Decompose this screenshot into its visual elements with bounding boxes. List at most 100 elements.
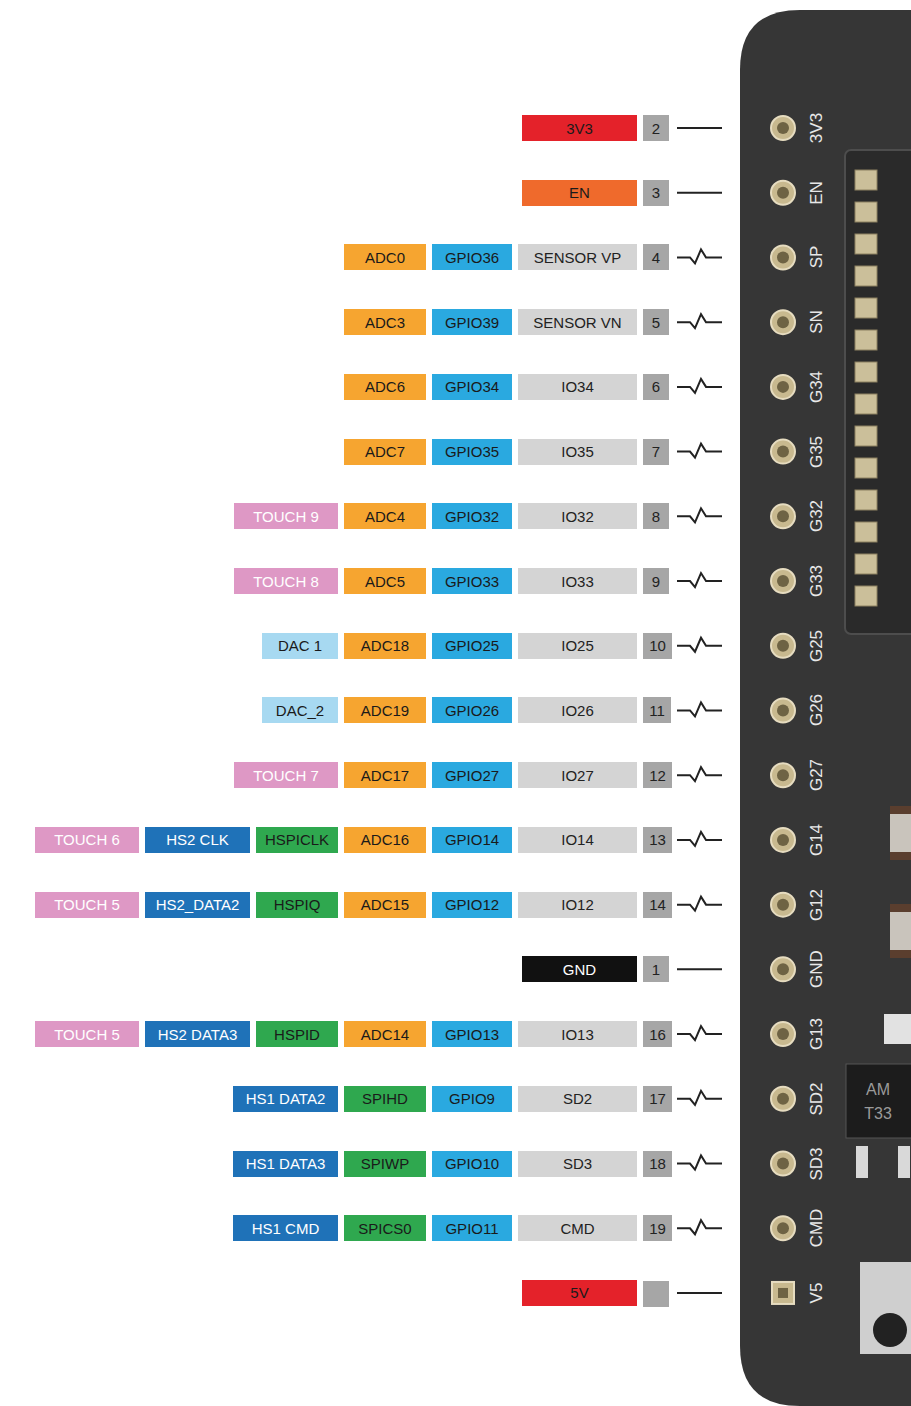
name-tag: IO27 (518, 762, 637, 788)
header-pin (771, 504, 795, 528)
smd-part (890, 852, 911, 860)
pink-tag: TOUCH 6 (35, 827, 139, 853)
signal-leader (677, 767, 722, 781)
green-tag: SPIHD (344, 1086, 426, 1112)
name-tag: IO13 (518, 1021, 637, 1047)
smd-part (890, 950, 911, 958)
header-pin (777, 834, 789, 846)
button (873, 1313, 907, 1347)
pin-label: GPIO25 (445, 638, 499, 653)
header-pin (777, 122, 789, 134)
adc-tag: ADC17 (344, 762, 426, 788)
gpio-tag: GPIO12 (432, 892, 512, 918)
num-tag: 7 (643, 439, 669, 465)
header-pin (771, 116, 795, 140)
gpio-tag: GPIO10 (432, 1151, 512, 1177)
red-tag: 3V3 (522, 115, 637, 141)
pin-label: ADC16 (361, 832, 409, 847)
silkscreen-label: G13 (808, 1018, 825, 1050)
pink-tag: TOUCH 9 (234, 503, 338, 529)
dblue-tag: HS1 CMD (233, 1215, 338, 1241)
header-pin (777, 1028, 789, 1040)
dblue-tag: HS2 CLK (145, 827, 250, 853)
black-tag: GND (522, 956, 637, 982)
pin-label: 19 (649, 1221, 666, 1236)
pin-label: IO32 (561, 509, 594, 524)
smd-part (884, 1014, 911, 1044)
pin-label: TOUCH 6 (54, 832, 120, 847)
adc-tag: ADC19 (344, 697, 426, 723)
signal-leader (677, 702, 722, 716)
header-pin (771, 1216, 795, 1240)
adc-tag: ADC16 (344, 827, 426, 853)
header-pin (771, 957, 795, 981)
pin-label: 6 (652, 379, 660, 394)
connector-tooth (855, 490, 877, 510)
connector-tooth (855, 362, 877, 382)
signal-leader (677, 444, 722, 458)
silkscreen-label: GND (808, 950, 825, 988)
silkscreen-label: SD3 (808, 1147, 825, 1180)
pin-label: HS2_DATA2 (156, 897, 240, 912)
pin-label: 2 (652, 121, 660, 136)
green-tag: HSPICLK (256, 827, 338, 853)
silkscreen-label: G32 (808, 500, 825, 532)
header-pin (777, 1158, 789, 1170)
pin-label: CMD (560, 1221, 594, 1236)
header-pin (771, 1152, 795, 1176)
connector-tooth (855, 298, 877, 318)
power-leader (677, 192, 722, 194)
num-tag: 19 (643, 1215, 672, 1241)
green-tag: HSPIQ (256, 892, 338, 918)
header-pin (771, 1022, 795, 1046)
adc-tag: ADC3 (344, 309, 426, 335)
pin-label: ADC7 (365, 444, 405, 459)
pin-label: ADC15 (361, 897, 409, 912)
signal-leader (677, 1091, 722, 1105)
num-tag: 18 (643, 1151, 672, 1177)
pin-label: 7 (652, 444, 660, 459)
dblue-tag: HS1 DATA3 (233, 1151, 338, 1177)
green-tag: HSPID (256, 1021, 338, 1047)
pin-label: 12 (649, 768, 666, 783)
smd-part (890, 806, 911, 860)
pin-label: ADC0 (365, 250, 405, 265)
pin-label: 3V3 (566, 121, 593, 136)
pink-tag: TOUCH 8 (234, 568, 338, 594)
pin-label: SPIWP (361, 1156, 409, 1171)
gpio-tag: GPIO32 (432, 503, 512, 529)
pin-label: IO35 (561, 444, 594, 459)
gpio-tag: GPIO9 (432, 1086, 512, 1112)
pin-label: TOUCH 7 (253, 768, 319, 783)
pin-label: GPIO9 (449, 1091, 495, 1106)
adc-tag: ADC0 (344, 244, 426, 270)
pin-label: GPIO27 (445, 768, 499, 783)
pin-label: GPIO12 (445, 897, 499, 912)
adc-tag: ADC15 (344, 892, 426, 918)
pin-label: 9 (652, 574, 660, 589)
num-tag: 1 (643, 956, 669, 982)
header-pin (777, 251, 789, 263)
chip (846, 1064, 911, 1138)
pink-tag: TOUCH 5 (35, 892, 139, 918)
pink-tag: TOUCH 5 (35, 1021, 139, 1047)
pin-label: IO25 (561, 638, 594, 653)
pin-label: ADC14 (361, 1027, 409, 1042)
header-pin (771, 893, 795, 917)
header-pin (777, 704, 789, 716)
pin-label: SPICS0 (358, 1221, 411, 1236)
silkscreen-label: 3V3 (808, 113, 825, 143)
connector-tooth (855, 426, 877, 446)
signal-leader (677, 1026, 722, 1040)
dblue-tag: HS2 DATA3 (145, 1021, 250, 1047)
pin-label: 1 (652, 962, 660, 977)
power-leader (677, 968, 722, 970)
power-leader (677, 1292, 722, 1294)
pin-label: DAC 1 (278, 638, 322, 653)
gpio-tag: GPIO36 (432, 244, 512, 270)
pin-label: SD2 (563, 1091, 592, 1106)
connector-tooth (855, 586, 877, 606)
pin-label: IO12 (561, 897, 594, 912)
signal-leader (677, 638, 722, 652)
signal-leader (677, 1156, 722, 1170)
